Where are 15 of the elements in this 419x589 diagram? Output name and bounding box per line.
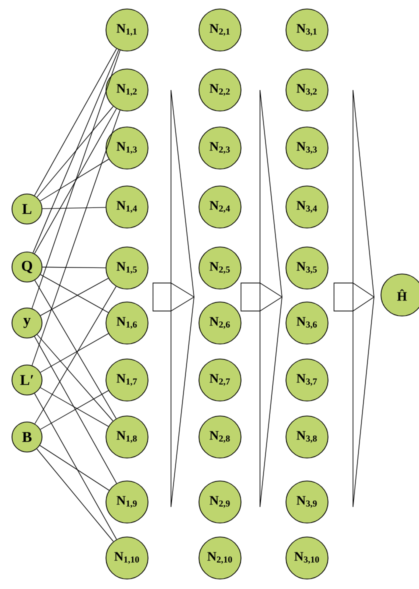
connection-line [32, 110, 120, 366]
connection-line [36, 106, 114, 198]
connection-line [42, 207, 106, 210]
connection-line [34, 48, 117, 196]
connection-line [42, 266, 106, 268]
connection-line [40, 158, 110, 202]
connection-line [32, 49, 120, 254]
connection-line [40, 445, 110, 491]
connection-line [32, 50, 120, 309]
connection-line [34, 336, 117, 484]
connection-line [36, 448, 114, 542]
connection-line [34, 108, 117, 254]
connection-line [34, 393, 117, 540]
connection-line [36, 334, 114, 422]
connection-line [40, 333, 109, 373]
